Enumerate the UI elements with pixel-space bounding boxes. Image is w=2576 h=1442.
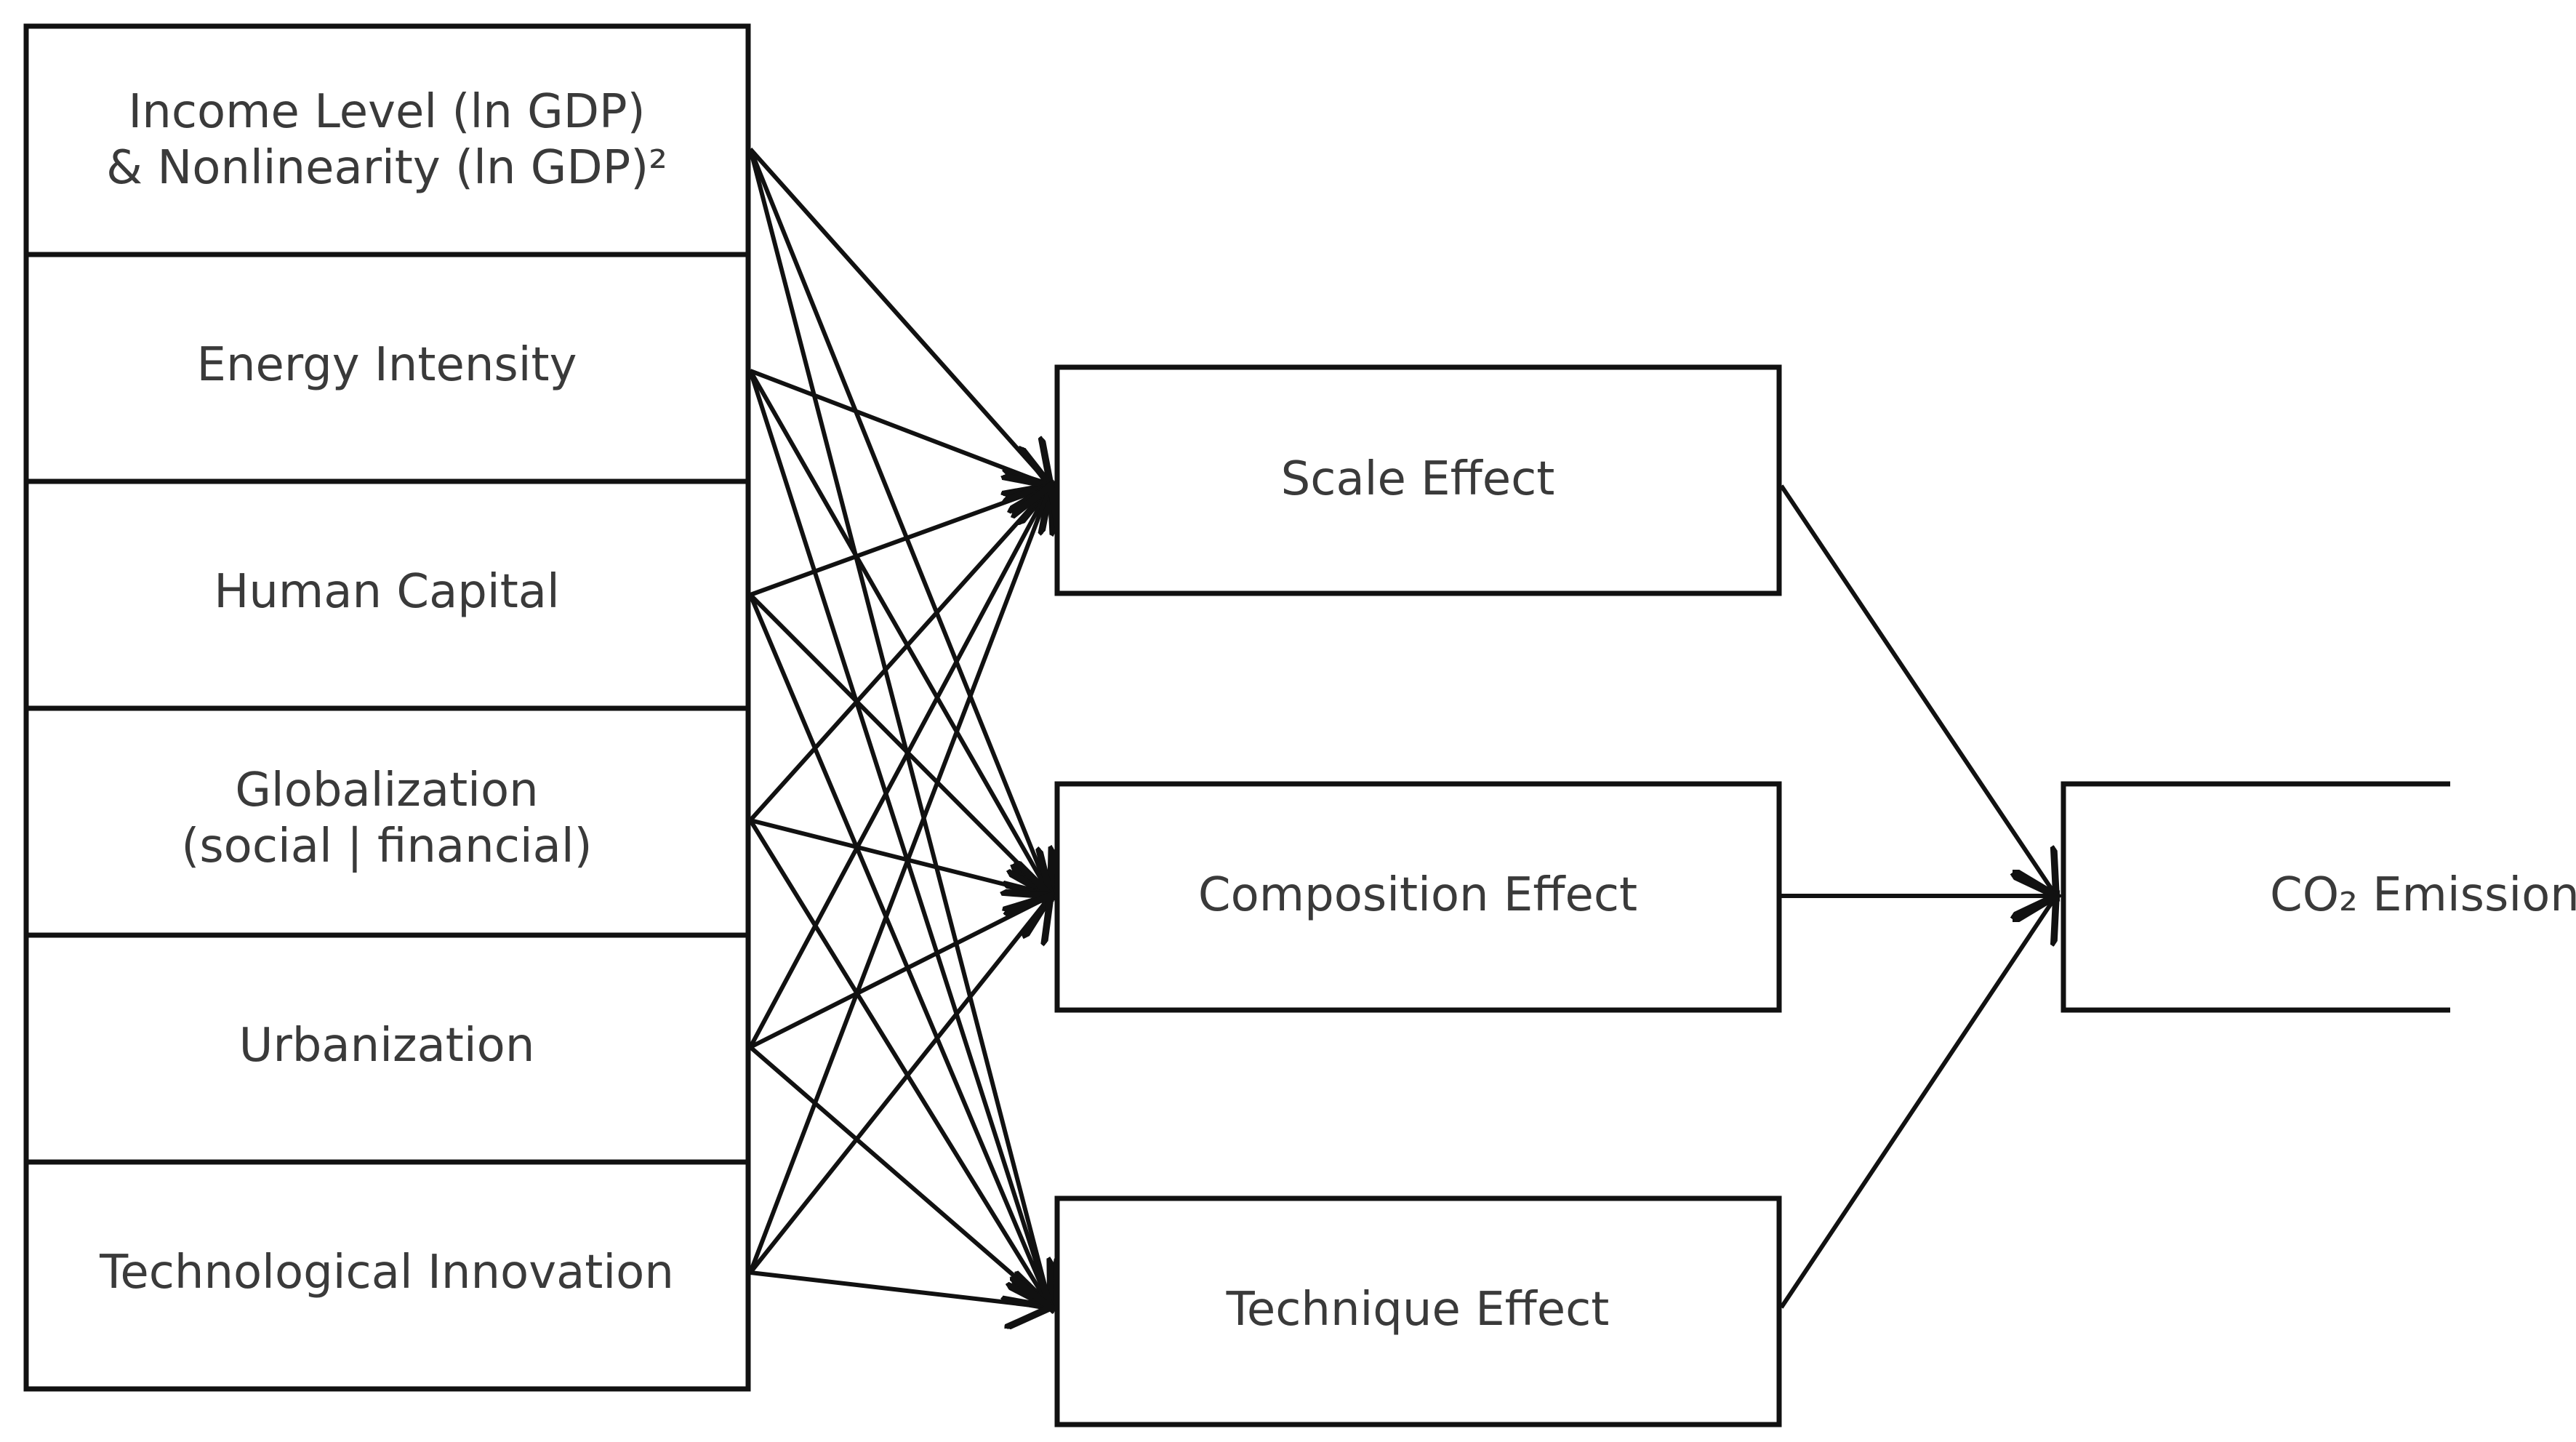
arrow-input-4-to-effect-1 — [749, 896, 1051, 1049]
svg-text:Income Level (ln GDP): Income Level (ln GDP) — [128, 85, 645, 139]
output-label: CO₂ Emissions — [2270, 868, 2576, 922]
effect-box-composition: Composition Effect — [1054, 781, 1782, 1013]
arrow-input-2-to-effect-1 — [748, 593, 1051, 896]
input-box-technological-innovation: Technological Innovation — [23, 1159, 751, 1392]
input-box-urbanization: Urbanization — [23, 932, 751, 1165]
input-label-line: & Nonlinearity (ln GDP)² — [106, 141, 667, 195]
arrow-input-3-to-effect-0 — [748, 486, 1051, 822]
arrow-input-1-to-effect-1 — [748, 369, 1051, 896]
effect-label: Scale Effect — [1281, 452, 1555, 506]
input-label-line: Income Level (ln GDP) — [128, 85, 645, 139]
arrow-input-2-to-effect-2 — [748, 593, 1051, 1307]
arrow-input-5-to-effect-2 — [750, 1270, 1051, 1307]
arrow-input-4-to-effect-0 — [748, 486, 1051, 1049]
input-box-globalization: Globalization (social | financial) — [23, 705, 751, 938]
svg-text:& Nonlinearity (ln GDP)²: & Nonlinearity (ln GDP)² — [106, 141, 667, 195]
arrow-input-3-to-effect-2 — [748, 819, 1051, 1307]
input-label-line: Globalization — [235, 764, 538, 817]
arrow-input-0-to-effect-1 — [748, 148, 1051, 896]
arrow-effect-2-to-output — [1779, 896, 2056, 1309]
input-label: Energy Intensity — [197, 338, 577, 392]
arrows-layer — [748, 148, 2056, 1309]
input-box-income-level: Income Level (ln GDP) & Nonlinearity (ln… — [23, 23, 751, 257]
arrow-input-1-to-effect-0 — [749, 369, 1051, 486]
effect-label: Technique Effect — [1226, 1283, 1610, 1337]
arrow-input-2-to-effect-0 — [749, 486, 1051, 597]
output-box-co2-emissions: CO₂ Emissions — [2061, 781, 2576, 1013]
input-label: Technological Innovation — [99, 1246, 674, 1299]
effect-box-technique: Technique Effect — [1054, 1195, 1782, 1427]
arrow-effect-0-to-output — [1779, 484, 2056, 896]
arrow-input-3-to-effect-1 — [750, 818, 1051, 896]
arrow-input-4-to-effect-2 — [749, 1045, 1051, 1307]
input-box-energy-intensity: Energy Intensity — [23, 252, 751, 484]
arrow-input-5-to-effect-0 — [748, 486, 1051, 1274]
input-box-human-capital: Human Capital — [23, 478, 751, 711]
input-label-line: (social | financial) — [181, 820, 592, 873]
effect-box-scale: Scale Effect — [1054, 364, 1782, 596]
effect-label: Composition Effect — [1198, 868, 1637, 922]
input-label: Human Capital — [214, 565, 560, 619]
arrow-input-5-to-effect-1 — [748, 896, 1051, 1274]
arrow-input-0-to-effect-0 — [748, 148, 1051, 486]
input-label: Urbanization — [239, 1019, 535, 1073]
arrow-input-0-to-effect-2 — [748, 148, 1051, 1307]
arrow-input-1-to-effect-2 — [748, 370, 1051, 1307]
